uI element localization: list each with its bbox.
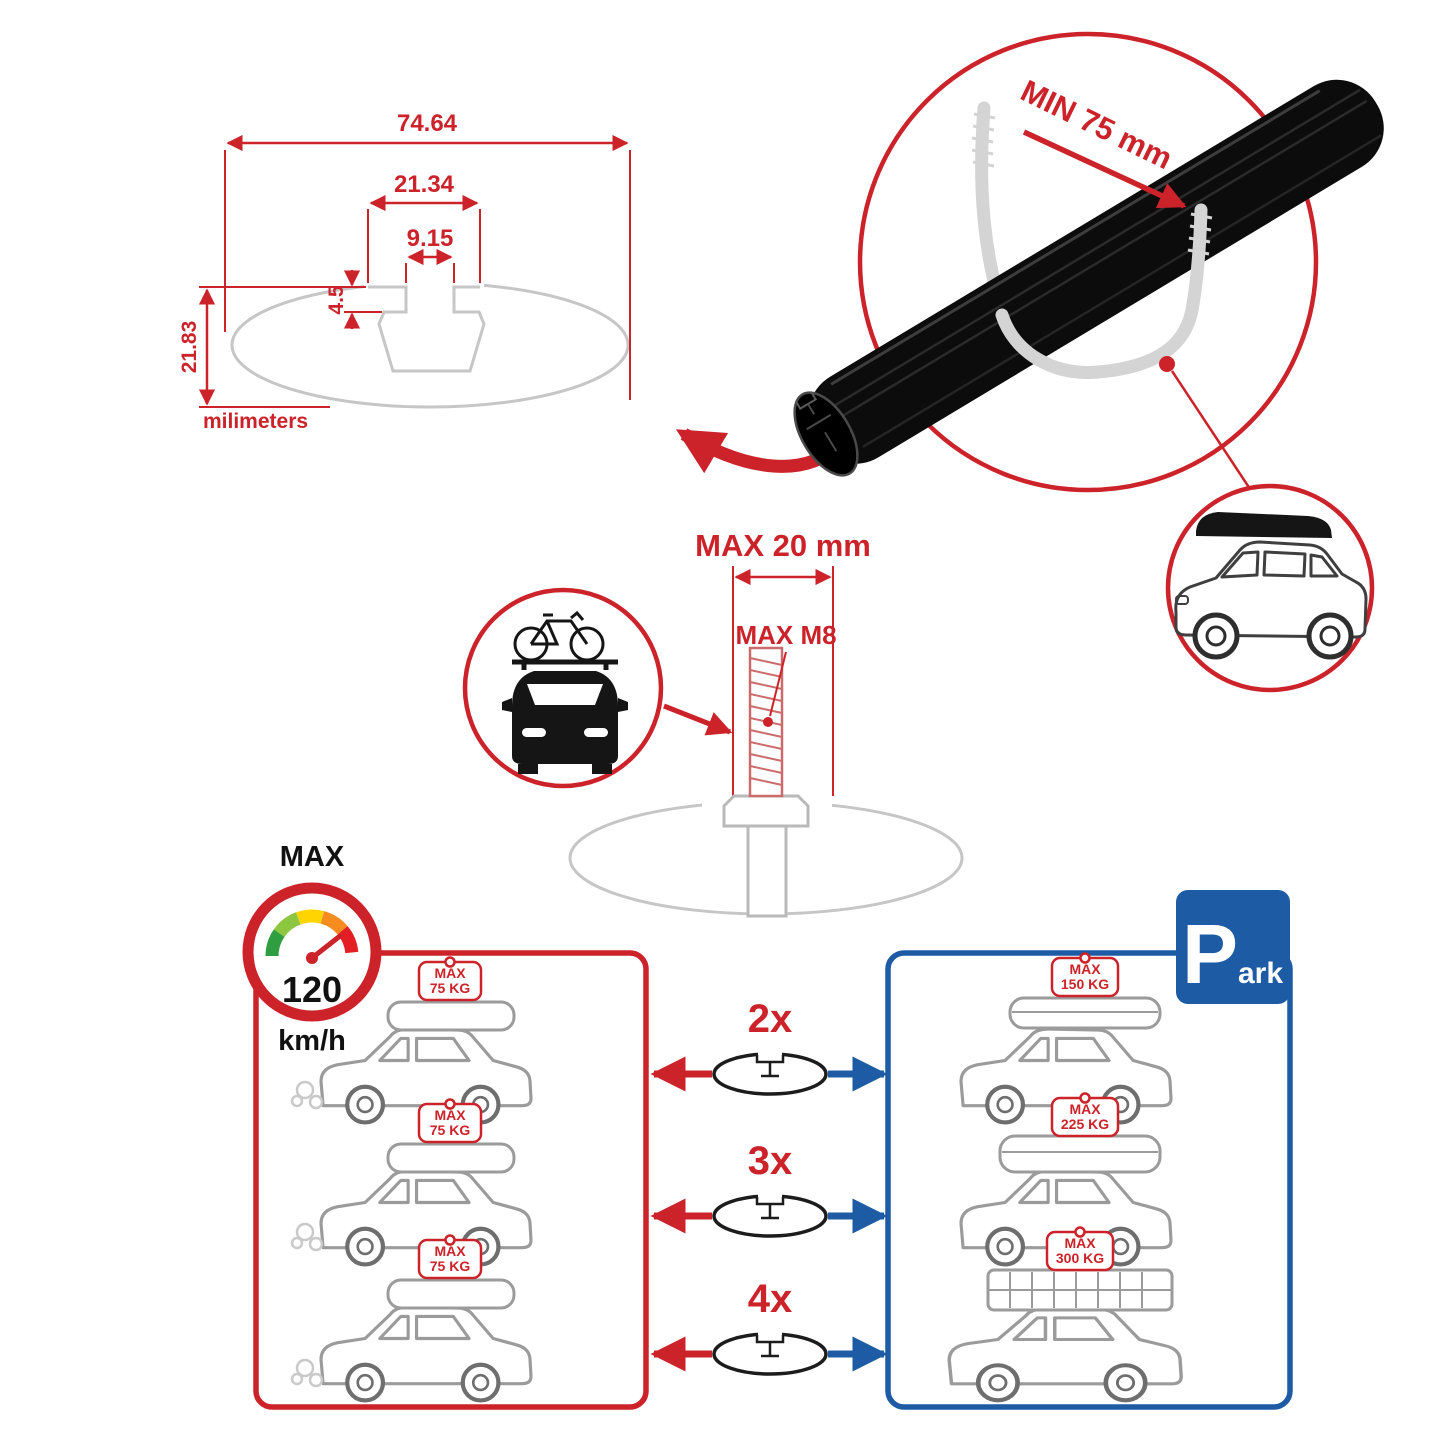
gauge-arc bbox=[265, 909, 359, 957]
dim-total-width: 74.64 bbox=[397, 110, 458, 137]
exhaust-smoke bbox=[290, 1358, 324, 1388]
t-slot-channel-outline bbox=[368, 285, 486, 373]
crossbar-count-label: 2x bbox=[748, 997, 793, 1041]
bolt-spec-diagram: MAX 20 mm MAX M8 bbox=[462, 528, 964, 918]
dim-channel-outer: 21.34 bbox=[394, 171, 455, 198]
car-front-bike-vignette bbox=[462, 587, 664, 789]
min-grip-label: MIN 75 mm bbox=[1015, 73, 1177, 176]
park-sign-letter: P bbox=[1182, 907, 1238, 1001]
headlight bbox=[1175, 595, 1189, 605]
bike-frame bbox=[529, 610, 589, 646]
roof-cargo bbox=[998, 1134, 1162, 1174]
capacity-comparison: P ark MAX 75 KG MAX 75 KG bbox=[253, 890, 1293, 1410]
headlight-left bbox=[522, 728, 546, 737]
vehicle-load-item: MAX 150 KG bbox=[961, 952, 1171, 1123]
dim-total-height: 21.83 bbox=[178, 321, 201, 374]
vehicle-load-item: MAX 300 KG bbox=[949, 1226, 1181, 1401]
crossbar-render bbox=[793, 79, 1384, 477]
svg-text:MAX: MAX bbox=[434, 965, 466, 981]
gauge-pivot bbox=[306, 952, 318, 964]
windshield bbox=[527, 684, 603, 705]
svg-text:MAX: MAX bbox=[1069, 961, 1101, 977]
max-bolt-length-label: MAX 20 mm bbox=[695, 528, 871, 563]
svg-text:MAX: MAX bbox=[1064, 1235, 1096, 1251]
zoom-circle bbox=[857, 31, 1319, 493]
speed-units: km/h bbox=[278, 1025, 346, 1057]
crossbar-profile-dimension-diagram: 74.64 21.34 9.15 4.5 21.83 milimeters bbox=[178, 110, 631, 433]
arc-mask bbox=[364, 278, 484, 289]
crossbar-count-label: 4x bbox=[748, 1277, 793, 1321]
roof-rack-bar bbox=[512, 659, 618, 670]
clamp-thread-ticks-left bbox=[971, 112, 996, 168]
t-nut-stem bbox=[746, 824, 788, 918]
park-sign: P ark bbox=[1176, 890, 1290, 1004]
svg-text:75 KG: 75 KG bbox=[430, 1258, 471, 1274]
park-sign-rest: ark bbox=[1238, 957, 1283, 990]
mirror-left bbox=[502, 698, 512, 712]
crossbar-count-row: 3x bbox=[650, 1139, 888, 1238]
crossbar-count-row: 4x bbox=[650, 1277, 888, 1376]
crossbar-photo-detail: MIN 75 mm bbox=[793, 31, 1384, 499]
headlight-right bbox=[584, 728, 608, 737]
roof-cargo bbox=[386, 1278, 516, 1310]
dim-channel-slot: 9.15 bbox=[407, 225, 454, 252]
exhaust-smoke bbox=[290, 1222, 324, 1252]
svg-text:300 KG: 300 KG bbox=[1056, 1250, 1104, 1266]
svg-text:75 KG: 75 KG bbox=[430, 1122, 471, 1138]
speed-limit-badge: MAX 120 km/h bbox=[242, 841, 382, 1057]
max-thread-label: MAX M8 bbox=[735, 620, 836, 650]
min-grip-arrow bbox=[1022, 129, 1187, 209]
roof-cargo bbox=[386, 1000, 516, 1032]
leader-to-vehicle-circle bbox=[1170, 370, 1258, 499]
crossbar-count-label: 3x bbox=[748, 1139, 793, 1183]
vehicle-load-item: MAX 75 KG bbox=[290, 1098, 531, 1265]
crossbar-count-row: 2x bbox=[650, 997, 888, 1096]
vehicle-load-item: MAX 75 KG bbox=[290, 1234, 531, 1401]
svg-text:225 KG: 225 KG bbox=[1061, 1116, 1109, 1132]
max-label: MAX bbox=[280, 841, 345, 873]
svg-text:MAX: MAX bbox=[434, 1107, 466, 1123]
u-clamp-sketch-front bbox=[995, 203, 1208, 379]
units-label: milimeters bbox=[203, 410, 308, 433]
bolt-threads bbox=[749, 657, 783, 786]
vehicle-load-item: MAX 225 KG bbox=[961, 1092, 1171, 1265]
svg-text:150 KG: 150 KG bbox=[1061, 976, 1109, 992]
t-nut-plate bbox=[722, 794, 810, 828]
suv-roofbox-vignette bbox=[1165, 483, 1375, 693]
pointer-arrow-to-bolt bbox=[663, 703, 733, 736]
speed-value: 120 bbox=[282, 969, 342, 1010]
exhaust-smoke bbox=[290, 1080, 324, 1110]
clamp-thread-ticks-right bbox=[1187, 212, 1213, 256]
svg-text:MAX: MAX bbox=[1069, 1101, 1101, 1117]
clamp-point-dot bbox=[1159, 356, 1175, 372]
mirror-right bbox=[618, 698, 628, 712]
svg-text:75 KG: 75 KG bbox=[430, 980, 471, 996]
svg-text:MAX: MAX bbox=[434, 1243, 466, 1259]
roof-cargo bbox=[386, 1142, 516, 1174]
dim-lip-depth: 4.5 bbox=[325, 285, 348, 315]
thread-point-dot bbox=[763, 717, 773, 727]
roof-box bbox=[1196, 512, 1332, 538]
thread-leader-line bbox=[769, 651, 787, 717]
vehicle-load-item: MAX 75 KG bbox=[290, 956, 531, 1123]
